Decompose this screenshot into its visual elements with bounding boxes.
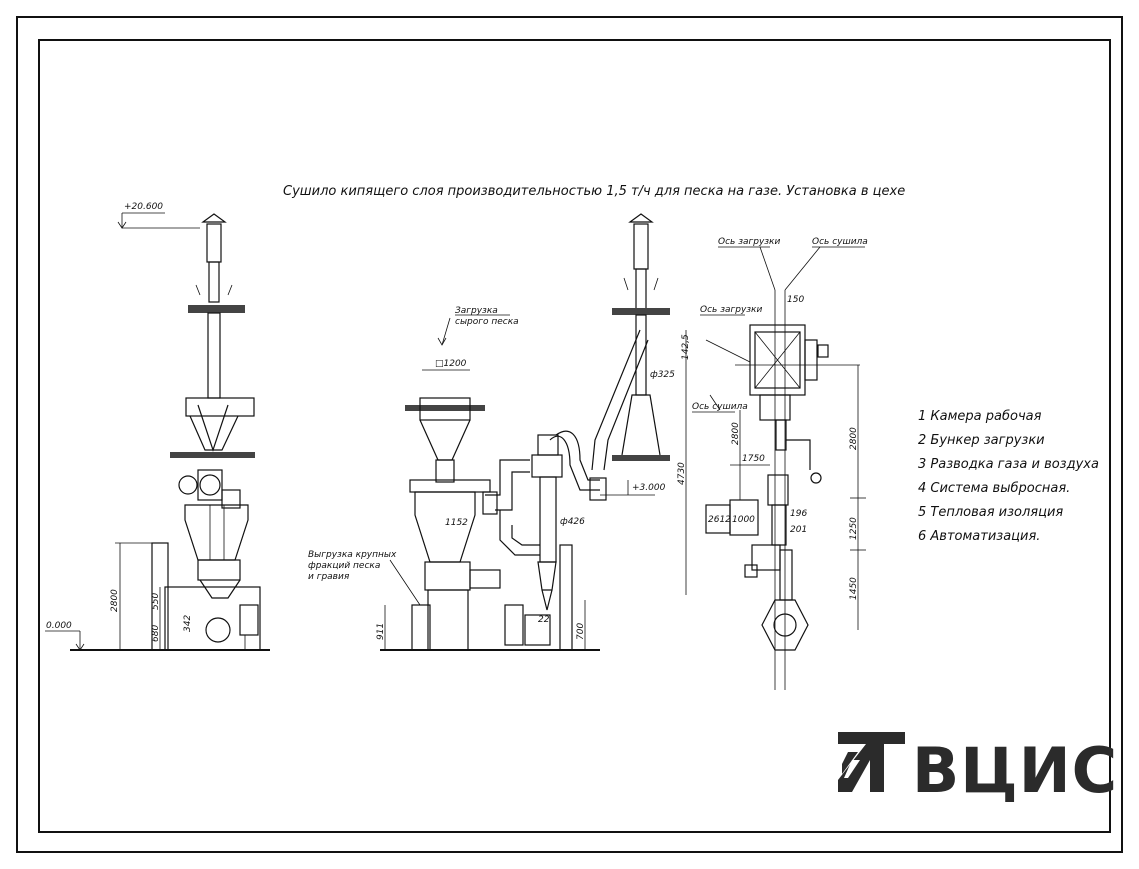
elev-top-label: +20.600 <box>124 202 163 212</box>
dim-342-left: 342 <box>183 615 193 632</box>
axis-dryer-label-2: Ось сушила <box>692 402 748 412</box>
legend: 1 Камера рабочая 2 Бункер загрузки 3 Раз… <box>918 409 1099 544</box>
elev-3000: +3.000 <box>632 483 666 493</box>
logo-mark-icon <box>838 732 905 792</box>
dim-1152: 1152 <box>445 518 468 528</box>
middle-view: Загрузка сырого песка □1200 1152 Выгрузк… <box>308 213 675 651</box>
legend-item-3: 3 Разводка газа и воздуха <box>918 457 1099 472</box>
right-view: Ось загрузки Ось сушила 150 Ось загрузки… <box>677 237 868 690</box>
dim-201: 201 <box>790 525 807 535</box>
outer-frame <box>16 16 1123 853</box>
elev-zero-label: 0.000 <box>46 621 72 631</box>
dim-550-left: 550 <box>151 593 161 610</box>
label-load-2: сырого песка <box>455 317 519 327</box>
dim-1450: 1450 <box>849 577 859 600</box>
dim-150: 150 <box>787 295 804 305</box>
dim-1000: 1000 <box>732 515 755 525</box>
dim-22: 22 <box>538 615 550 625</box>
axis-load-label-2: Ось загрузки <box>700 305 762 315</box>
dim-2800-left: 2800 <box>110 589 120 612</box>
legend-item-5: 5 Тепловая изоляция <box>918 505 1063 520</box>
legend-item-2: 2 Бункер загрузки <box>918 433 1045 448</box>
logo-text: ВЦИС <box>912 734 1118 807</box>
axis-dryer-label: Ось сушила <box>812 237 868 247</box>
drawing-title: Сушило кипящего слоя производительностью… <box>283 184 905 199</box>
legend-item-1: 1 Камера рабочая <box>918 409 1042 424</box>
dim-1250: 1250 <box>849 517 859 540</box>
dim-4730: 4730 <box>677 462 687 485</box>
axis-load-label: Ось загрузки <box>718 237 780 247</box>
dim-1200: □1200 <box>435 359 467 369</box>
dim-2612: 2612 <box>708 515 731 525</box>
dim-911: 911 <box>376 623 386 640</box>
dim-325: ф325 <box>650 370 675 380</box>
left-view: +20.600 <box>45 202 270 651</box>
dim-700: 700 <box>576 623 586 640</box>
inner-frame <box>38 39 1111 833</box>
legend-item-4: 4 Система выбросная. <box>918 481 1070 496</box>
dim-2800-inner: 2800 <box>731 422 741 445</box>
label-unload-2: фракций песка <box>308 561 380 571</box>
label-unload-3: и гравия <box>308 572 350 582</box>
dim-680-left: 680 <box>151 625 161 642</box>
label-load: Загрузка <box>455 306 498 316</box>
dim-2800-right: 2800 <box>849 427 859 450</box>
label-unload: Выгрузка крупных <box>308 550 397 560</box>
dim-196: 196 <box>790 509 807 519</box>
dim-426: ф426 <box>560 517 585 527</box>
legend-item-6: 6 Автоматизация. <box>918 529 1040 544</box>
dim-1750: 1750 <box>742 454 765 464</box>
cnis-logo: ВЦИС <box>838 732 1118 807</box>
